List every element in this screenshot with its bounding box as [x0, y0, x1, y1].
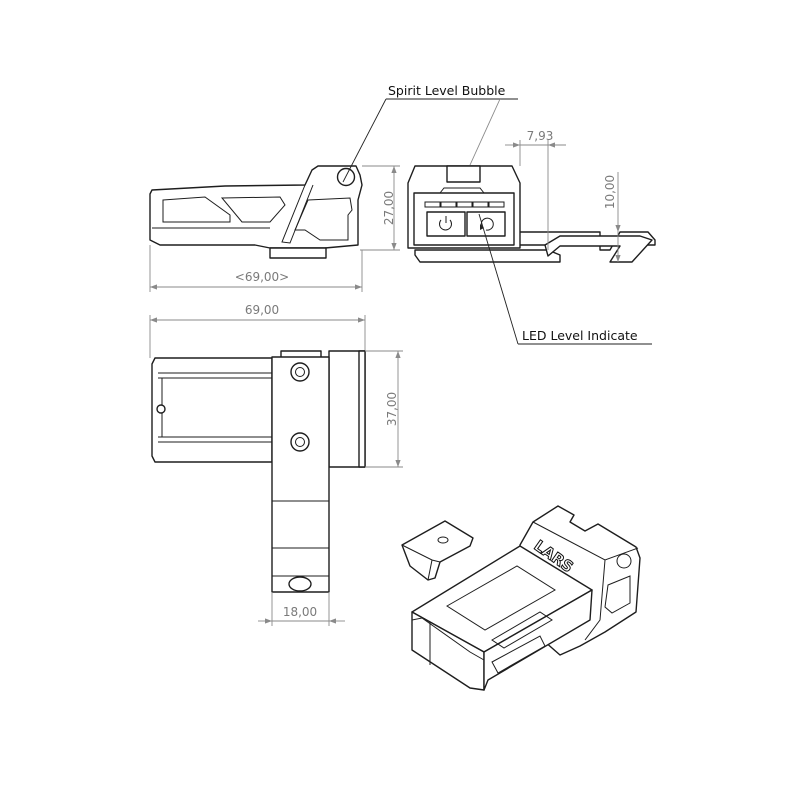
top-view	[151, 350, 366, 593]
mount-hole	[290, 362, 310, 382]
callout-spirit-level: Spirit Level Bubble	[342, 83, 518, 183]
dim-side-length: <69,00>	[235, 270, 289, 284]
dim-top-width: 37,00	[385, 392, 399, 426]
callout-led-level-label: LED Level Indicate	[522, 328, 638, 343]
side-dimensions: 27,00 <69,00>	[149, 165, 400, 292]
top-dimensions: 69,00 37,00 18,00	[149, 303, 403, 626]
callout-led-level: LED Level Indicate	[478, 213, 652, 345]
dim-side-height: 27,00	[382, 191, 396, 225]
dim-top-length: 69,00	[245, 303, 279, 317]
dim-strap-width: 18,00	[283, 605, 317, 619]
front-dimensions: 7,93 10,00	[505, 129, 621, 262]
callout-spirit-level-label: Spirit Level Bubble	[388, 83, 506, 98]
led-indicator-strip	[424, 201, 505, 208]
power-button	[426, 211, 466, 237]
calibrate-button	[466, 211, 506, 237]
side-view	[149, 165, 363, 259]
dim-rail-height: 10,00	[603, 175, 617, 209]
front-view	[407, 165, 656, 263]
isometric-view: LARS	[401, 505, 641, 691]
mount-hole	[290, 432, 310, 452]
power-icon	[439, 216, 452, 231]
screw-head	[288, 576, 312, 592]
dim-rail-offset: 7,93	[527, 129, 554, 143]
